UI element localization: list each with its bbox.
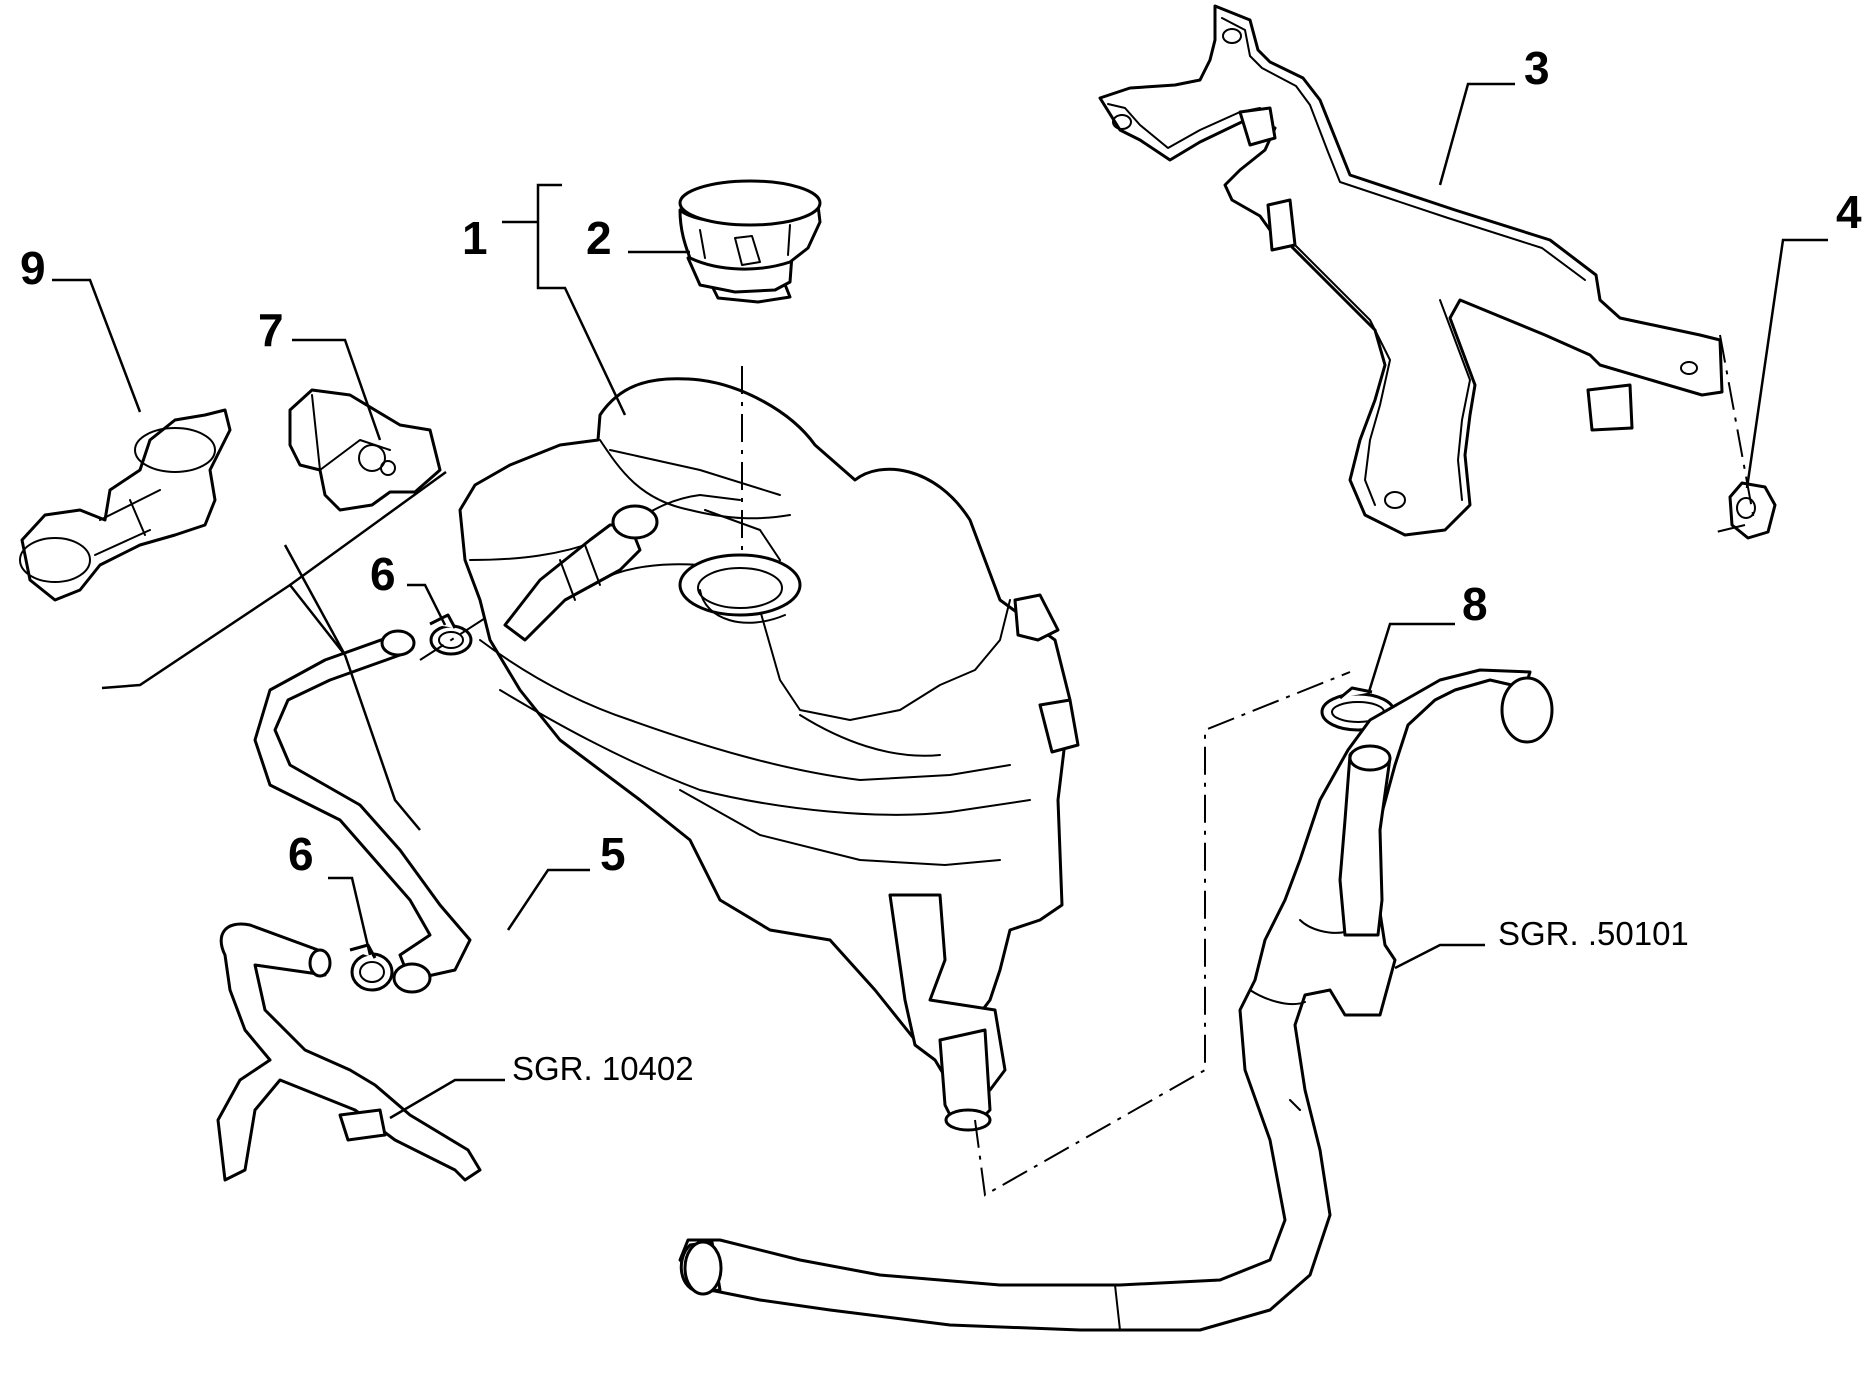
leader-8 (1366, 622, 1455, 696)
leader-5 (506, 868, 590, 931)
heater-hose (216, 922, 482, 1182)
callout-7: 7 (258, 304, 284, 356)
callout-1: 1 (462, 212, 488, 264)
vent-hose (253, 629, 472, 994)
callout-8: 8 (1462, 578, 1488, 630)
leader-4 (1745, 238, 1828, 489)
callout-2: 2 (586, 212, 612, 264)
assembly-outline (101, 470, 447, 831)
callout-labels: 1 2 3 4 5 6 6 7 8 9 (20, 42, 1862, 880)
leader-3 (1438, 82, 1515, 186)
hose-clamp-lower (349, 943, 394, 992)
mounting-bracket (1098, 4, 1724, 537)
callout-5: 5 (600, 828, 626, 880)
leader-9 (52, 278, 142, 413)
leader-sgr-heater (389, 1078, 505, 1120)
filler-cap (678, 179, 822, 304)
nut (1728, 481, 1777, 540)
reference-labels: SGR. 10402 SGR. .50101 (512, 915, 1689, 1087)
leader-sgr-radiator (1394, 943, 1485, 970)
expansion-tank (458, 377, 1080, 1132)
leader-6b (328, 876, 372, 956)
callout-3: 3 (1524, 42, 1550, 94)
hose-clip-holder (19, 408, 232, 602)
connection-lines (419, 334, 1755, 1197)
callout-4: 4 (1836, 186, 1862, 238)
sgr-heater-label: SGR. 10402 (512, 1050, 694, 1087)
callout-9: 9 (20, 242, 46, 294)
callout-6-upper: 6 (370, 548, 396, 600)
leader-1 (502, 183, 627, 416)
hose-clip (288, 388, 442, 512)
callout-6-lower: 6 (288, 828, 314, 880)
leader-6a (407, 583, 447, 626)
leader-7 (292, 338, 382, 441)
leader-lines (52, 82, 1828, 1120)
radiator-hose (678, 668, 1554, 1332)
sgr-radiator-label: SGR. .50101 (1498, 915, 1689, 952)
hose-clamp-upper (429, 613, 473, 656)
